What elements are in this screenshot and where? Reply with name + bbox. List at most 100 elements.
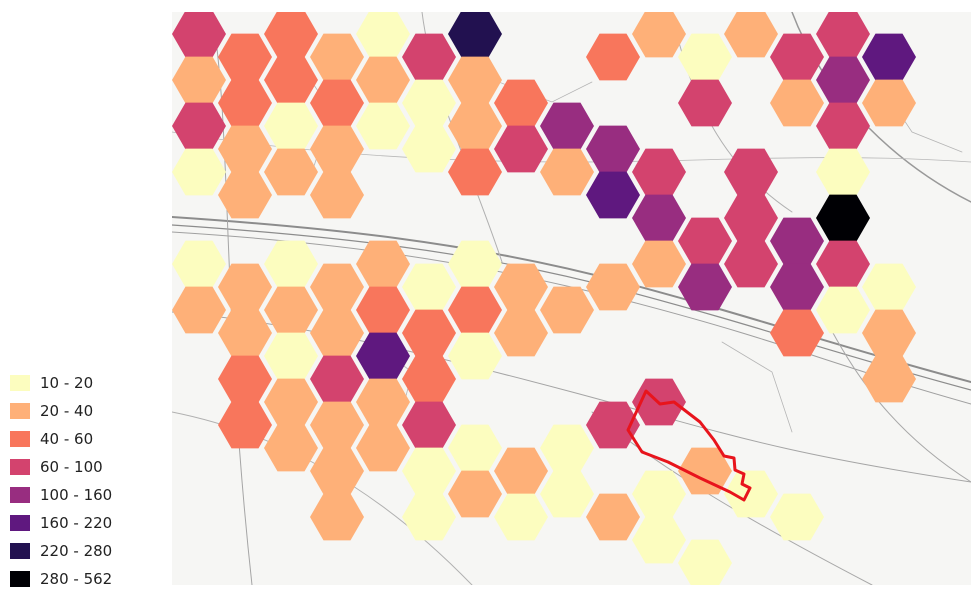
hex-cell[interactable]: [632, 194, 686, 242]
hex-cell[interactable]: [678, 217, 732, 265]
hex-cell[interactable]: [448, 56, 502, 104]
hex-cell[interactable]: [770, 79, 824, 127]
hex-cell[interactable]: [724, 240, 778, 288]
hex-cell[interactable]: [540, 286, 594, 334]
hex-cell[interactable]: [678, 263, 732, 311]
hex-cell[interactable]: [402, 79, 456, 127]
hex-cell[interactable]: [264, 332, 318, 380]
hex-cell[interactable]: [632, 12, 686, 58]
hex-cell[interactable]: [770, 33, 824, 81]
hex-cell[interactable]: [448, 286, 502, 334]
hex-cell[interactable]: [816, 56, 870, 104]
hex-cell[interactable]: [402, 401, 456, 449]
hex-cell[interactable]: [218, 263, 272, 311]
hex-cell[interactable]: [264, 56, 318, 104]
hex-cell[interactable]: [402, 309, 456, 357]
hex-cell[interactable]: [310, 263, 364, 311]
hex-cell[interactable]: [816, 12, 870, 58]
hex-cell[interactable]: [402, 493, 456, 541]
hex-cell[interactable]: [586, 401, 640, 449]
hex-cell[interactable]: [356, 240, 410, 288]
hex-cell[interactable]: [402, 33, 456, 81]
hex-cell[interactable]: [862, 355, 916, 403]
hex-cell[interactable]: [402, 263, 456, 311]
hex-cell[interactable]: [494, 493, 548, 541]
hex-cell[interactable]: [172, 102, 226, 150]
hex-cell[interactable]: [632, 148, 686, 196]
hex-cell[interactable]: [494, 125, 548, 173]
hex-cell[interactable]: [586, 493, 640, 541]
hex-cell[interactable]: [816, 240, 870, 288]
hex-cell[interactable]: [770, 217, 824, 265]
hex-cell[interactable]: [494, 79, 548, 127]
hex-cell[interactable]: [586, 263, 640, 311]
hex-cell[interactable]: [862, 33, 916, 81]
hex-cell[interactable]: [402, 447, 456, 495]
hex-cell[interactable]: [632, 516, 686, 564]
map-view[interactable]: [172, 12, 971, 585]
hex-cell[interactable]: [310, 79, 364, 127]
hex-cell[interactable]: [402, 355, 456, 403]
hex-cell[interactable]: [172, 240, 226, 288]
hex-cell[interactable]: [770, 493, 824, 541]
hex-cell[interactable]: [724, 12, 778, 58]
hex-cell[interactable]: [356, 56, 410, 104]
hex-cell[interactable]: [172, 12, 226, 58]
hex-cell[interactable]: [540, 148, 594, 196]
hex-cell[interactable]: [448, 240, 502, 288]
hex-cell[interactable]: [218, 355, 272, 403]
hex-cell[interactable]: [678, 447, 732, 495]
hex-cell[interactable]: [218, 79, 272, 127]
hex-cell[interactable]: [218, 171, 272, 219]
hex-cell[interactable]: [448, 470, 502, 518]
hex-cell[interactable]: [310, 493, 364, 541]
hex-cell[interactable]: [632, 240, 686, 288]
hex-cell[interactable]: [356, 332, 410, 380]
hex-cell[interactable]: [586, 125, 640, 173]
hex-cell[interactable]: [540, 470, 594, 518]
hex-cell[interactable]: [862, 309, 916, 357]
hex-cell[interactable]: [310, 33, 364, 81]
hex-cell[interactable]: [448, 424, 502, 472]
hex-cell[interactable]: [816, 148, 870, 196]
hex-cell[interactable]: [678, 79, 732, 127]
hex-cell[interactable]: [218, 125, 272, 173]
hex-cell[interactable]: [724, 194, 778, 242]
hex-cell[interactable]: [310, 171, 364, 219]
hex-cell[interactable]: [816, 194, 870, 242]
hex-cell[interactable]: [724, 470, 778, 518]
hex-cell[interactable]: [448, 148, 502, 196]
hex-cell[interactable]: [862, 263, 916, 311]
hex-cell[interactable]: [586, 33, 640, 81]
site-boundary-outline[interactable]: [626, 389, 752, 502]
hex-cell[interactable]: [310, 401, 364, 449]
hex-cell[interactable]: [310, 447, 364, 495]
hex-cell[interactable]: [172, 148, 226, 196]
hex-cell[interactable]: [402, 125, 456, 173]
hex-cell[interactable]: [862, 79, 916, 127]
hex-cell[interactable]: [356, 12, 410, 58]
hexbin-map[interactable]: [172, 12, 971, 585]
hex-cell[interactable]: [448, 102, 502, 150]
hex-cell[interactable]: [540, 102, 594, 150]
hex-cell[interactable]: [356, 424, 410, 472]
hex-cell[interactable]: [218, 33, 272, 81]
hex-cell[interactable]: [678, 539, 732, 585]
hex-cell[interactable]: [264, 286, 318, 334]
hex-cell[interactable]: [310, 125, 364, 173]
hex-cell[interactable]: [310, 309, 364, 357]
hex-cell[interactable]: [218, 401, 272, 449]
hex-cell[interactable]: [356, 378, 410, 426]
hex-cell[interactable]: [494, 447, 548, 495]
hex-cell[interactable]: [310, 355, 364, 403]
hex-cell[interactable]: [172, 56, 226, 104]
hex-cell[interactable]: [586, 171, 640, 219]
hex-cell[interactable]: [264, 378, 318, 426]
hex-cell[interactable]: [264, 102, 318, 150]
hex-cell[interactable]: [356, 286, 410, 334]
hex-cell[interactable]: [264, 148, 318, 196]
hex-cell[interactable]: [264, 12, 318, 58]
hex-cell[interactable]: [724, 148, 778, 196]
hex-cell[interactable]: [264, 424, 318, 472]
hex-cell[interactable]: [678, 33, 732, 81]
